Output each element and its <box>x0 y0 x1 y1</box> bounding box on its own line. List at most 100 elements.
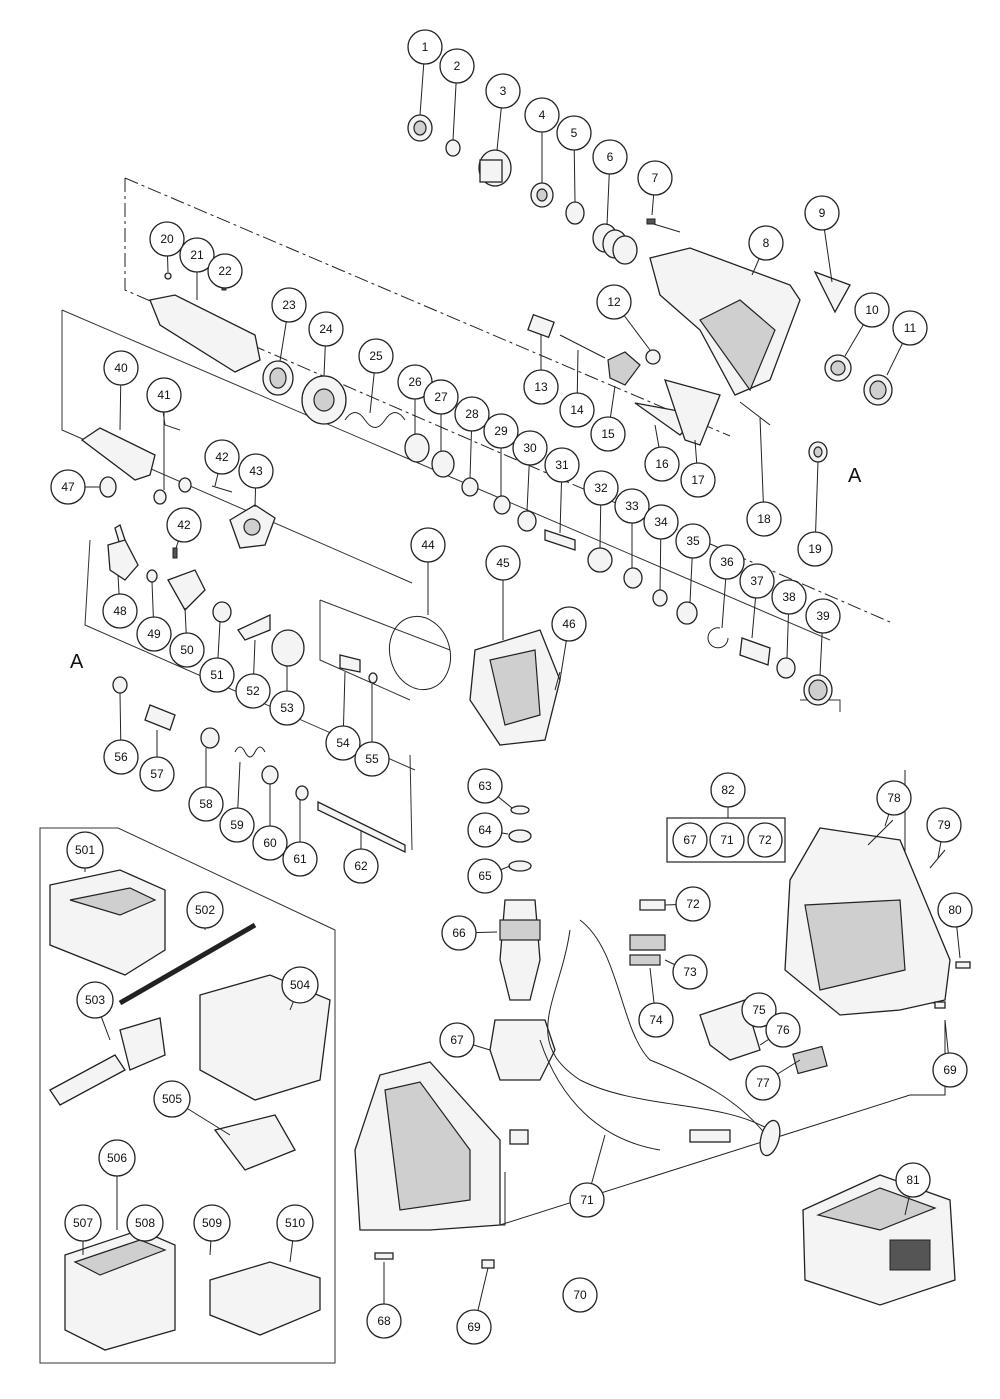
callout-509: 509 <box>193 1204 231 1242</box>
svg-text:2: 2 <box>454 59 461 73</box>
callout-26: 26 <box>397 364 433 400</box>
callout-70: 70 <box>562 1277 598 1313</box>
callout-48: 48 <box>102 593 138 629</box>
callout-21: 21 <box>179 237 215 273</box>
svg-text:48: 48 <box>113 604 127 618</box>
svg-text:43: 43 <box>249 464 263 478</box>
callout-12: 12 <box>596 284 632 320</box>
svg-text:12: 12 <box>607 295 621 309</box>
svg-text:63: 63 <box>478 779 492 793</box>
callout-51: 51 <box>199 657 235 693</box>
callout-45: 45 <box>485 545 521 581</box>
callout-9: 9 <box>804 195 840 231</box>
svg-text:67: 67 <box>450 1033 464 1047</box>
svg-text:70: 70 <box>573 1288 587 1302</box>
kit-item-67: 67 <box>672 822 708 858</box>
callout-38: 38 <box>771 579 807 615</box>
callout-56: 56 <box>103 739 139 775</box>
callout-16: 16 <box>644 446 680 482</box>
callout-3: 3 <box>485 73 521 109</box>
svg-text:67: 67 <box>683 833 697 847</box>
svg-text:31: 31 <box>555 458 569 472</box>
callout-54: 54 <box>325 725 361 761</box>
callout-11: 11 <box>892 310 928 346</box>
callout-36: 36 <box>709 544 745 580</box>
svg-text:35: 35 <box>686 534 700 548</box>
callout-67: 67 <box>439 1022 475 1058</box>
svg-text:72: 72 <box>758 833 772 847</box>
callout-6: 6 <box>592 139 628 175</box>
svg-text:57: 57 <box>150 767 164 781</box>
svg-text:62: 62 <box>354 859 368 873</box>
svg-text:3: 3 <box>500 84 507 98</box>
callout-15: 15 <box>590 416 626 452</box>
callout-19: 19 <box>797 531 833 567</box>
svg-text:55: 55 <box>365 752 379 766</box>
callout-60: 60 <box>252 825 288 861</box>
callout-69: 69 <box>932 1052 968 1088</box>
svg-text:44: 44 <box>421 538 435 552</box>
callout-2: 2 <box>439 48 475 84</box>
callout-508: 508 <box>126 1204 164 1242</box>
svg-text:15: 15 <box>601 427 615 441</box>
svg-text:71: 71 <box>720 833 734 847</box>
svg-text:19: 19 <box>808 542 822 556</box>
callout-18: 18 <box>746 501 782 537</box>
svg-text:9: 9 <box>819 206 826 220</box>
callout-24: 24 <box>308 311 344 347</box>
svg-text:5: 5 <box>571 126 578 140</box>
svg-text:23: 23 <box>282 298 296 312</box>
svg-text:56: 56 <box>114 750 128 764</box>
callout-58: 58 <box>188 786 224 822</box>
callout-47: 47 <box>50 469 86 505</box>
svg-text:59: 59 <box>230 818 244 832</box>
svg-text:52: 52 <box>246 684 260 698</box>
svg-text:17: 17 <box>691 473 705 487</box>
callout-81: 81 <box>895 1162 931 1198</box>
svg-text:60: 60 <box>263 836 277 850</box>
callout-34: 34 <box>643 504 679 540</box>
svg-text:69: 69 <box>943 1063 957 1077</box>
svg-text:82: 82 <box>721 783 735 797</box>
callout-32: 32 <box>583 470 619 506</box>
callout-501: 501 <box>66 831 104 869</box>
svg-text:78: 78 <box>887 791 901 805</box>
callout-43: 43 <box>238 453 274 489</box>
callout-79: 79 <box>926 807 962 843</box>
svg-text:65: 65 <box>478 869 492 883</box>
svg-text:47: 47 <box>61 480 75 494</box>
callout-8: 8 <box>748 225 784 261</box>
svg-text:13: 13 <box>534 380 548 394</box>
callout-66: 66 <box>441 915 477 951</box>
svg-text:53: 53 <box>280 701 294 715</box>
callout-504: 504 <box>281 966 319 1004</box>
callout-33: 33 <box>614 488 650 524</box>
callout-39: 39 <box>805 598 841 634</box>
kit-item-71: 71 <box>709 822 745 858</box>
callout-40: 40 <box>103 350 139 386</box>
kit-82: 82 67 71 72 <box>666 772 786 863</box>
svg-text:16: 16 <box>655 457 669 471</box>
svg-text:27: 27 <box>434 390 448 404</box>
svg-text:28: 28 <box>465 407 479 421</box>
callout-27: 27 <box>423 379 459 415</box>
svg-text:33: 33 <box>625 499 639 513</box>
callout-505: 505 <box>153 1080 191 1118</box>
svg-text:1: 1 <box>422 40 429 54</box>
svg-text:61: 61 <box>293 852 307 866</box>
svg-text:75: 75 <box>752 1003 766 1017</box>
svg-text:46: 46 <box>562 617 576 631</box>
callout-23: 23 <box>271 287 307 323</box>
svg-text:20: 20 <box>160 232 174 246</box>
svg-text:72: 72 <box>686 897 700 911</box>
svg-text:509: 509 <box>202 1216 222 1230</box>
callout-55: 55 <box>354 741 390 777</box>
callout-7: 7 <box>637 160 673 196</box>
callout-64: 64 <box>467 812 503 848</box>
svg-text:21: 21 <box>190 248 204 262</box>
svg-text:32: 32 <box>594 481 608 495</box>
callout-42: 42 <box>166 507 202 543</box>
callout-17: 17 <box>680 462 716 498</box>
reference-mark-a-right: A <box>848 465 862 487</box>
